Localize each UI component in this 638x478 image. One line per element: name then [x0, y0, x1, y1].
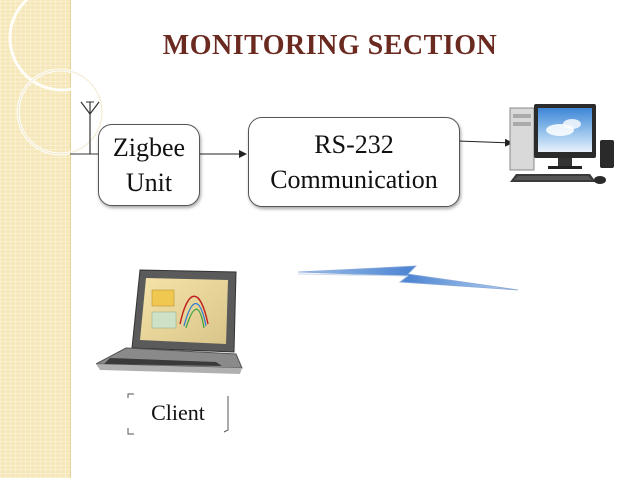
zigbee-unit-box: Zigbee Unit	[98, 124, 200, 206]
laptop-icon	[96, 269, 243, 374]
decorative-circles	[8, 0, 116, 156]
rs232-communication-box: RS-232 Communication	[248, 117, 460, 207]
wireless-link-icon	[297, 265, 519, 291]
antenna-icon	[80, 101, 100, 154]
client-label-bracket	[127, 393, 229, 435]
desktop-computer-icon	[509, 104, 614, 184]
rs232-box-line2: Communication	[270, 165, 438, 194]
rs232-box-line1: RS-232	[314, 129, 394, 159]
client-label: Client	[151, 400, 205, 425]
zigbee-box-line2: Unit	[125, 168, 173, 197]
zigbee-box-line1: Zigbee	[112, 132, 186, 162]
arrow-rs232-to-desktop	[457, 138, 513, 147]
slide-title: MONITORING SECTION	[162, 30, 498, 61]
